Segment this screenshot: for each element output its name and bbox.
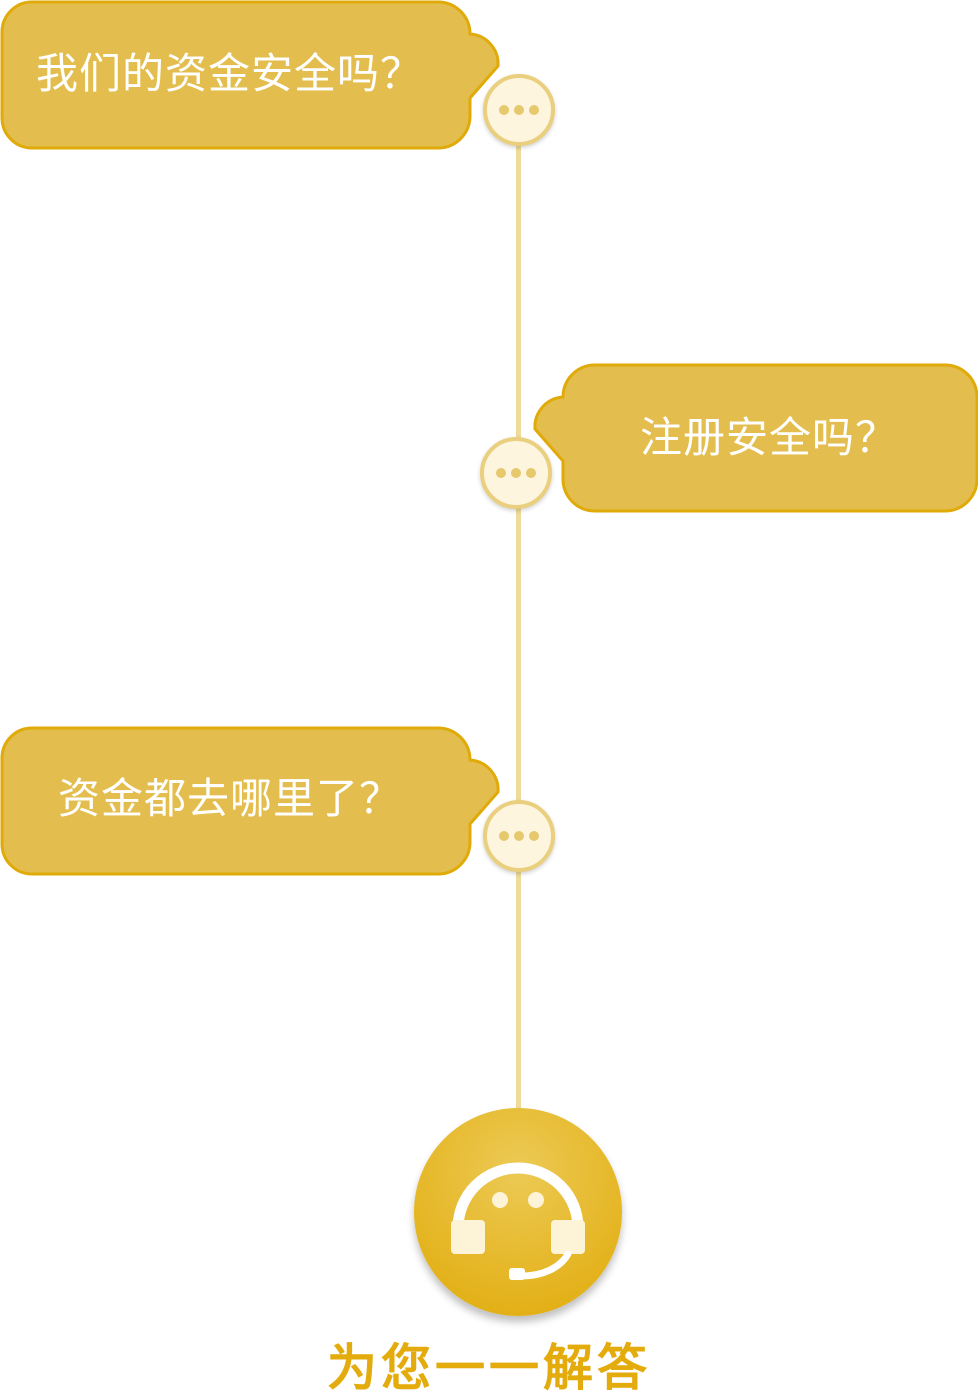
timeline-line	[516, 110, 521, 1120]
customer-support-button[interactable]	[414, 1108, 622, 1316]
chat-dots-icon	[483, 74, 555, 146]
headset-icon	[451, 1162, 585, 1280]
question-bubble-2[interactable]: 注册安全吗？	[533, 363, 978, 513]
question-text: 我们的资金安全吗？	[36, 49, 424, 98]
question-text: 资金都去哪里了？	[58, 774, 403, 823]
support-caption: 为您一一解答	[327, 1339, 651, 1397]
bubble-shape	[0, 726, 500, 876]
question-text: 注册安全吗？	[640, 413, 899, 462]
bubble-shape	[0, 0, 500, 150]
chat-dots-icon	[483, 800, 555, 872]
question-bubble-1[interactable]: 我们的资金安全吗？	[0, 0, 500, 150]
question-bubble-3[interactable]: 资金都去哪里了？	[0, 726, 500, 876]
chat-dots-icon	[480, 437, 552, 509]
bubble-shape	[533, 363, 978, 513]
